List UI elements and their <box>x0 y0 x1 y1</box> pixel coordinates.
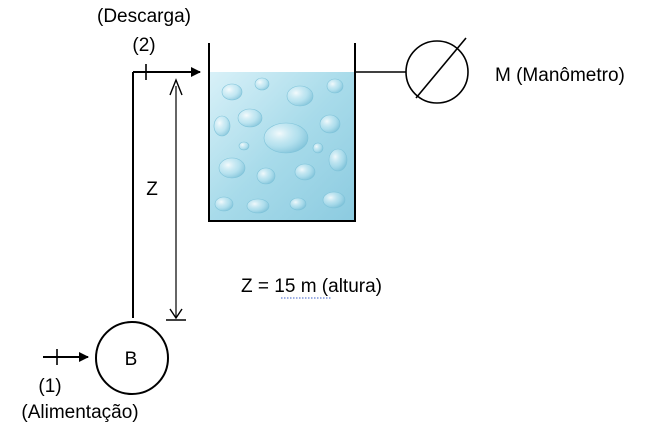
height-note: (altura) <box>322 276 382 297</box>
height-dimension <box>166 78 186 321</box>
discharge-pipe <box>132 64 201 318</box>
height-unit: m <box>301 276 317 297</box>
feed-label: (Alimentação) <box>21 402 138 423</box>
tank <box>208 43 356 222</box>
discharge-number: (2) <box>132 35 155 56</box>
height-symbol: Z <box>146 179 158 200</box>
tank-water <box>209 72 355 220</box>
pump <box>95 321 169 395</box>
pump-label: B <box>125 349 138 370</box>
height-equation: Z = 15 m (altura) <box>241 276 382 297</box>
manometer <box>355 37 469 104</box>
manometer-label: M (Manômetro) <box>495 65 625 86</box>
feed-number: (1) <box>38 376 61 397</box>
discharge-label: (Descarga) <box>97 6 191 27</box>
feed-pipe <box>43 349 89 365</box>
height-equation-prefix: Z = <box>241 276 274 297</box>
height-value: 15 <box>274 276 295 297</box>
